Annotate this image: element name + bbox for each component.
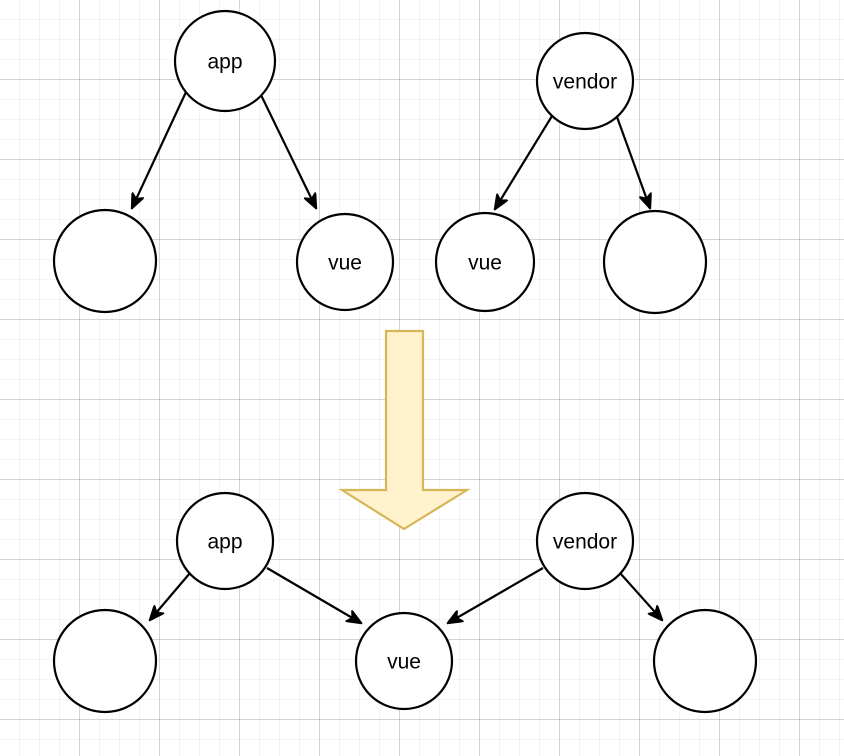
node-shape[interactable] <box>175 491 275 591</box>
edge-after-app-to-left <box>150 572 191 620</box>
node-shape[interactable] <box>602 209 708 315</box>
node-before-app[interactable]: app <box>173 9 277 113</box>
edge-line <box>615 116 650 208</box>
edge-line <box>132 91 187 208</box>
node-shape[interactable] <box>535 491 635 591</box>
edge-line <box>495 115 553 209</box>
node-shape[interactable] <box>52 608 158 714</box>
edge-before-app-to-left <box>132 91 187 208</box>
edge-line <box>266 567 361 623</box>
node-shape[interactable] <box>52 208 158 314</box>
node-after-shared-vue[interactable]: vue <box>354 611 454 711</box>
down-arrow-shape <box>338 329 471 531</box>
before-group-app: app vue <box>52 9 395 314</box>
node-before-vendor-vue[interactable]: vue <box>434 211 536 313</box>
edge-line <box>260 94 316 208</box>
node-before-vendor-right-empty[interactable] <box>602 209 708 315</box>
edge-line <box>150 572 191 620</box>
before-group-vendor: vendor vue <box>434 31 708 315</box>
node-shape[interactable] <box>295 212 395 312</box>
node-shape[interactable] <box>535 31 635 131</box>
edge-after-vendor-to-vue <box>448 567 544 623</box>
edge-after-app-to-vue <box>266 567 361 623</box>
edge-before-app-to-vue <box>260 94 316 208</box>
node-shape[interactable] <box>652 608 758 714</box>
node-shape[interactable] <box>434 211 536 313</box>
edge-line <box>619 572 662 620</box>
node-before-app-left-empty[interactable] <box>52 208 158 314</box>
node-shape[interactable] <box>354 611 454 711</box>
node-before-vendor[interactable]: vendor <box>535 31 635 131</box>
node-after-right-empty[interactable] <box>652 608 758 714</box>
edge-before-vendor-to-right <box>615 116 650 208</box>
edge-line <box>448 567 544 623</box>
transform-arrow-icon <box>338 329 471 531</box>
node-after-vendor[interactable]: vendor <box>535 491 635 591</box>
edge-before-vendor-to-vue <box>495 115 553 209</box>
node-before-app-vue[interactable]: vue <box>295 212 395 312</box>
edge-after-vendor-to-right <box>619 572 662 620</box>
node-after-app[interactable]: app <box>175 491 275 591</box>
node-after-left-empty[interactable] <box>52 608 158 714</box>
node-shape[interactable] <box>173 9 277 113</box>
